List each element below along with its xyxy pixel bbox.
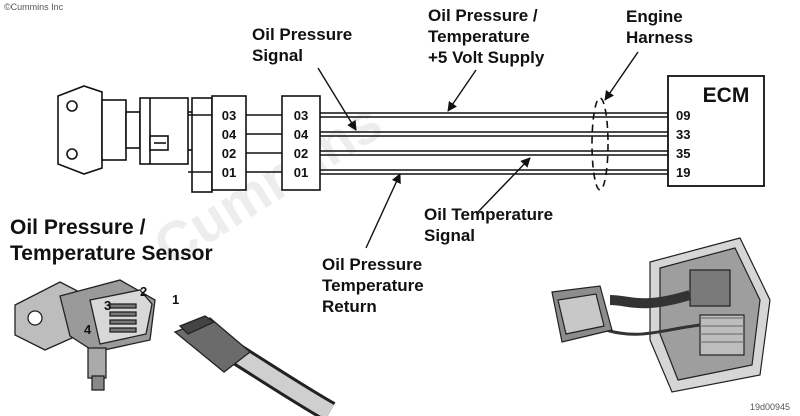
ecm-pin-label: 09 [676, 108, 690, 123]
ecm-pin-labels: 09 33 35 19 [676, 108, 690, 180]
harness-wires [320, 112, 668, 175]
harness-pin-label: 01 [294, 165, 308, 180]
harness-bundle-marker [591, 97, 609, 191]
label-line: Harness [626, 28, 693, 47]
pin-number: 4 [84, 322, 92, 337]
figure-id: 19d00945 [750, 402, 790, 412]
label-line: +5 Volt Supply [428, 48, 545, 67]
sensor-pin-label: 04 [222, 127, 237, 142]
label-line: Signal [252, 46, 303, 65]
ecm-pin-label: 19 [676, 165, 690, 180]
ecm-box [667, 75, 765, 187]
label-line: Oil Pressure [322, 255, 422, 274]
harness-pin-label: 04 [294, 127, 309, 142]
ecm-pin-label: 35 [676, 146, 690, 161]
harness-pin-label: 02 [294, 146, 308, 161]
ecm-photo [551, 237, 771, 393]
pin-number: 3 [104, 298, 111, 313]
photo-pin-numbers: 1 2 3 4 [84, 284, 179, 337]
label-line: Temperature Sensor [10, 242, 213, 265]
label-oil-pressure-signal: Oil Pressure Signal [252, 25, 352, 65]
sensor-pin-label: 03 [222, 108, 236, 123]
pin-number: 1 [172, 292, 179, 307]
pin-number: 2 [140, 284, 147, 299]
label-supply: Oil Pressure / Temperature +5 Volt Suppl… [428, 6, 545, 67]
harness-pin-label: 03 [294, 108, 308, 123]
sensor-pin-label: 01 [222, 165, 236, 180]
sensor-photo [14, 279, 336, 416]
sensor-title: Oil Pressure / Temperature Sensor [10, 216, 213, 265]
label-line: Engine [626, 7, 683, 26]
label-oil-temperature-signal: Oil Temperature Signal [424, 205, 553, 245]
label-line: Return [322, 297, 377, 316]
ecm-title: ECM [703, 84, 750, 107]
label-line: Temperature [322, 276, 424, 295]
label-line: Oil Pressure / [10, 216, 146, 239]
sensor-pin-labels: 03 04 02 01 [222, 108, 237, 180]
label-line: Oil Pressure [252, 25, 352, 44]
copyright-text: ©Cummins Inc [4, 2, 64, 12]
harness-pin-labels: 03 04 02 01 [294, 108, 309, 180]
label-line: Signal [424, 226, 475, 245]
label-return: Oil Pressure Temperature Return [322, 255, 424, 316]
sensor-schematic [57, 85, 321, 193]
label-line: Temperature [428, 27, 530, 46]
label-engine-harness: Engine Harness [626, 7, 693, 47]
label-line: Oil Temperature [424, 205, 553, 224]
sensor-pin-label: 02 [222, 146, 236, 161]
connector-wires [188, 114, 282, 173]
label-line: Oil Pressure / [428, 6, 538, 25]
leader-lines [317, 51, 639, 249]
ecm-pin-label: 33 [676, 127, 690, 142]
